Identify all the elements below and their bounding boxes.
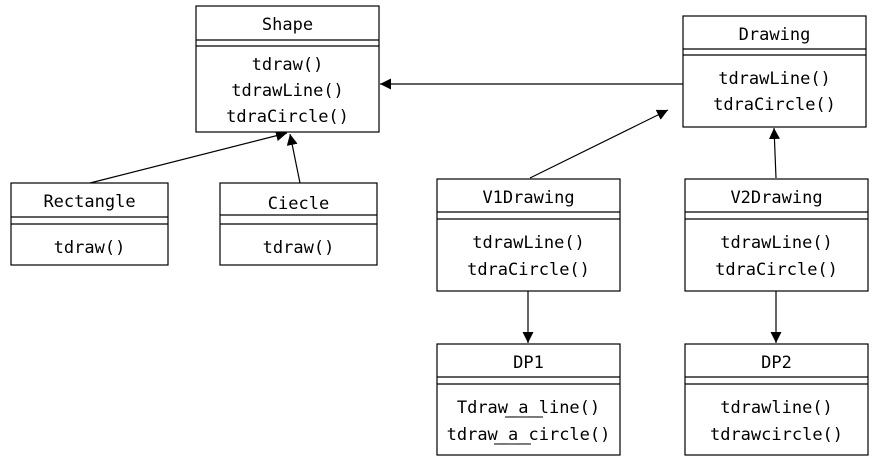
edge-rectangle-to-shape — [89, 130, 288, 184]
class-method: tdrawLine() — [720, 233, 833, 253]
class-v2drawing: V2Drawing tdrawLine() tdraCircle() — [684, 178, 869, 292]
edge-v2drawing-to-drawing — [768, 127, 780, 179]
class-dp1: DP1 Tdraw_a_line() tdraw_a_circle() — [436, 343, 621, 456]
class-ciecle: Ciecle tdraw() — [219, 182, 378, 266]
class-method: tdraw_a_circle() — [447, 425, 611, 445]
edge-v1drawing-to-drawing — [529, 109, 669, 179]
class-name: Shape — [262, 15, 313, 35]
class-name: V2Drawing — [730, 188, 822, 208]
class-method: tdraw() — [252, 55, 324, 75]
class-method: tdraCircle() — [713, 95, 836, 115]
class-name: Ciecle — [268, 194, 329, 214]
class-method: tdraCircle() — [467, 260, 590, 280]
class-name: Drawing — [739, 25, 811, 45]
class-name: DP1 — [513, 353, 544, 373]
class-method: tdraCircle() — [715, 260, 838, 280]
class-method: tdraw() — [263, 238, 335, 258]
class-name: V1Drawing — [482, 188, 574, 208]
class-shape: Shape tdraw() tdrawLine() tdraCircle() — [195, 5, 380, 133]
class-method: tdrawline() — [720, 398, 833, 418]
class-method: tdrawLine() — [231, 81, 344, 101]
class-method: Tdraw_a_line() — [457, 398, 600, 418]
class-drawing: Drawing tdrawLine() tdraCircle() — [682, 15, 867, 128]
class-rectangle: Rectangle tdraw() — [10, 182, 169, 266]
class-name: Rectangle — [43, 192, 135, 212]
edge-ciecle-to-shape — [286, 133, 301, 184]
relations — [89, 78, 782, 343]
class-method: tdrawLine() — [718, 69, 831, 89]
class-v1drawing: V1Drawing tdrawLine() tdraCircle() — [436, 178, 621, 292]
class-method: tdrawLine() — [472, 233, 585, 253]
class-name: DP2 — [761, 353, 792, 373]
class-method: tdraw() — [54, 238, 126, 258]
class-method: tdraCircle() — [226, 107, 349, 127]
class-dp2: DP2 tdrawline() tdrawcircle() — [684, 343, 869, 456]
class-method: tdrawcircle() — [710, 425, 843, 445]
